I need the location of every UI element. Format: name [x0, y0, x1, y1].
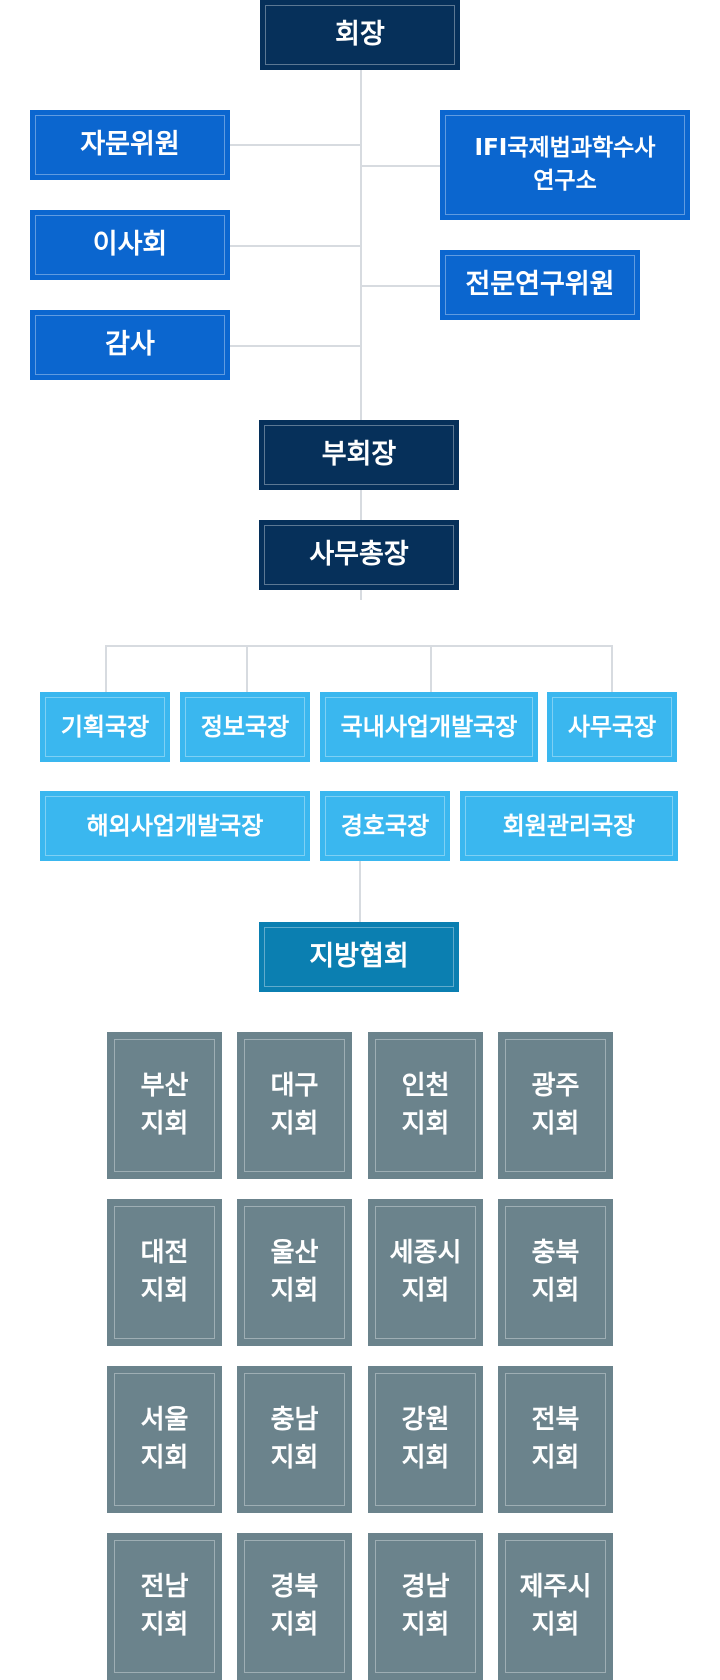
- bureau-security-box: 경호국장: [320, 791, 450, 861]
- branch-suffix-label: 지회: [140, 1609, 189, 1640]
- bureau-planning-box: 기획국장: [40, 692, 170, 762]
- branch-region-label: 충북: [531, 1237, 580, 1268]
- research-committee-label: 전문연구위원: [465, 269, 615, 301]
- audit-box: 감사: [30, 310, 230, 380]
- connector-bureau-1: [105, 645, 107, 693]
- branch-region-label: 강원: [401, 1404, 450, 1435]
- connector-institute: [360, 165, 442, 167]
- branch-suffix-label: 지회: [401, 1442, 450, 1473]
- bureau-information-label: 정보국장: [200, 712, 290, 741]
- bureau-office-box: 사무국장: [547, 692, 677, 762]
- branch-region-label: 전남: [140, 1571, 189, 1602]
- branch-region-label: 제주시: [519, 1571, 592, 1602]
- branch-suffix-label: 지회: [531, 1275, 580, 1306]
- board-label: 이사회: [92, 229, 168, 261]
- institute-box: IFI국제법과학수사 연구소: [440, 110, 690, 220]
- bureau-domestic-box: 국내사업개발국장: [320, 692, 538, 762]
- branch-region-label: 전북: [531, 1404, 580, 1435]
- branch-suffix-label: 지회: [270, 1442, 319, 1473]
- bureau-overseas-box: 해외사업개발국장: [40, 791, 310, 861]
- regional-association-label: 지방협회: [309, 941, 409, 973]
- branch-region-label: 울산: [270, 1237, 319, 1268]
- president-box: 회장: [260, 0, 460, 70]
- advisors-label: 자문위원: [80, 129, 180, 161]
- connector-bureaus-bar: [105, 645, 612, 647]
- research-committee-box: 전문연구위원: [440, 250, 640, 320]
- branch-region-label: 대전: [140, 1237, 189, 1268]
- connector-regional: [359, 860, 361, 922]
- vice-president-box: 부회장: [259, 420, 459, 490]
- branch-suffix-label: 지회: [401, 1609, 450, 1640]
- branch-suffix-label: 지회: [270, 1609, 319, 1640]
- branch-suffix-label: 지회: [140, 1442, 189, 1473]
- branch-region-label: 광주: [531, 1070, 580, 1101]
- connector-audit: [230, 345, 361, 347]
- secretary-general-label: 사무총장: [309, 539, 409, 571]
- bureau-domestic-label: 국내사업개발국장: [340, 712, 518, 741]
- branch-suffix-label: 지회: [401, 1275, 450, 1306]
- branch-suffix-label: 지회: [270, 1275, 319, 1306]
- branch-region-label: 경남: [401, 1571, 450, 1602]
- connector-board: [230, 245, 361, 247]
- president-label: 회장: [335, 19, 385, 51]
- connector-research-committee: [360, 285, 442, 287]
- regional-association-box: 지방협회: [259, 922, 459, 992]
- secretary-general-box: 사무총장: [259, 520, 459, 590]
- branch-region-label: 경북: [270, 1571, 319, 1602]
- branch-region-label: 인천: [401, 1070, 450, 1101]
- branch-region-label: 서울: [140, 1404, 189, 1435]
- branch-region-label: 대구: [270, 1070, 319, 1101]
- connector-main-trunk: [360, 70, 362, 600]
- advisors-box: 자문위원: [30, 110, 230, 180]
- branch-suffix-label: 지회: [140, 1275, 189, 1306]
- bureau-overseas-label: 해외사업개발국장: [86, 811, 264, 840]
- branch-suffix-label: 지회: [531, 1609, 580, 1640]
- institute-label-line2: 연구소: [533, 168, 597, 194]
- bureau-information-box: 정보국장: [180, 692, 310, 762]
- connector-advisors: [230, 144, 361, 146]
- branch-region-label: 충남: [270, 1404, 319, 1435]
- branch-suffix-label: 지회: [270, 1108, 319, 1139]
- bureau-membership-label: 회원관리국장: [502, 811, 636, 840]
- bureau-membership-box: 회원관리국장: [460, 791, 678, 861]
- bureau-office-label: 사무국장: [567, 712, 657, 741]
- branch-suffix-label: 지회: [401, 1108, 450, 1139]
- connector-bureau-3: [430, 645, 432, 693]
- connector-bureau-2: [246, 645, 248, 693]
- branch-suffix-label: 지회: [140, 1108, 189, 1139]
- vice-president-label: 부회장: [321, 439, 397, 471]
- branch-region-label: 부산: [140, 1070, 189, 1101]
- connector-bureau-4: [611, 645, 613, 693]
- branch-region-label: 세종시: [389, 1237, 462, 1268]
- audit-label: 감사: [105, 329, 155, 361]
- bureau-planning-label: 기획국장: [60, 712, 150, 741]
- branch-suffix-label: 지회: [531, 1108, 580, 1139]
- board-box: 이사회: [30, 210, 230, 280]
- institute-label-line1: IFI국제법과학수사: [474, 134, 656, 161]
- branch-suffix-label: 지회: [531, 1442, 580, 1473]
- bureau-security-label: 경호국장: [340, 811, 430, 840]
